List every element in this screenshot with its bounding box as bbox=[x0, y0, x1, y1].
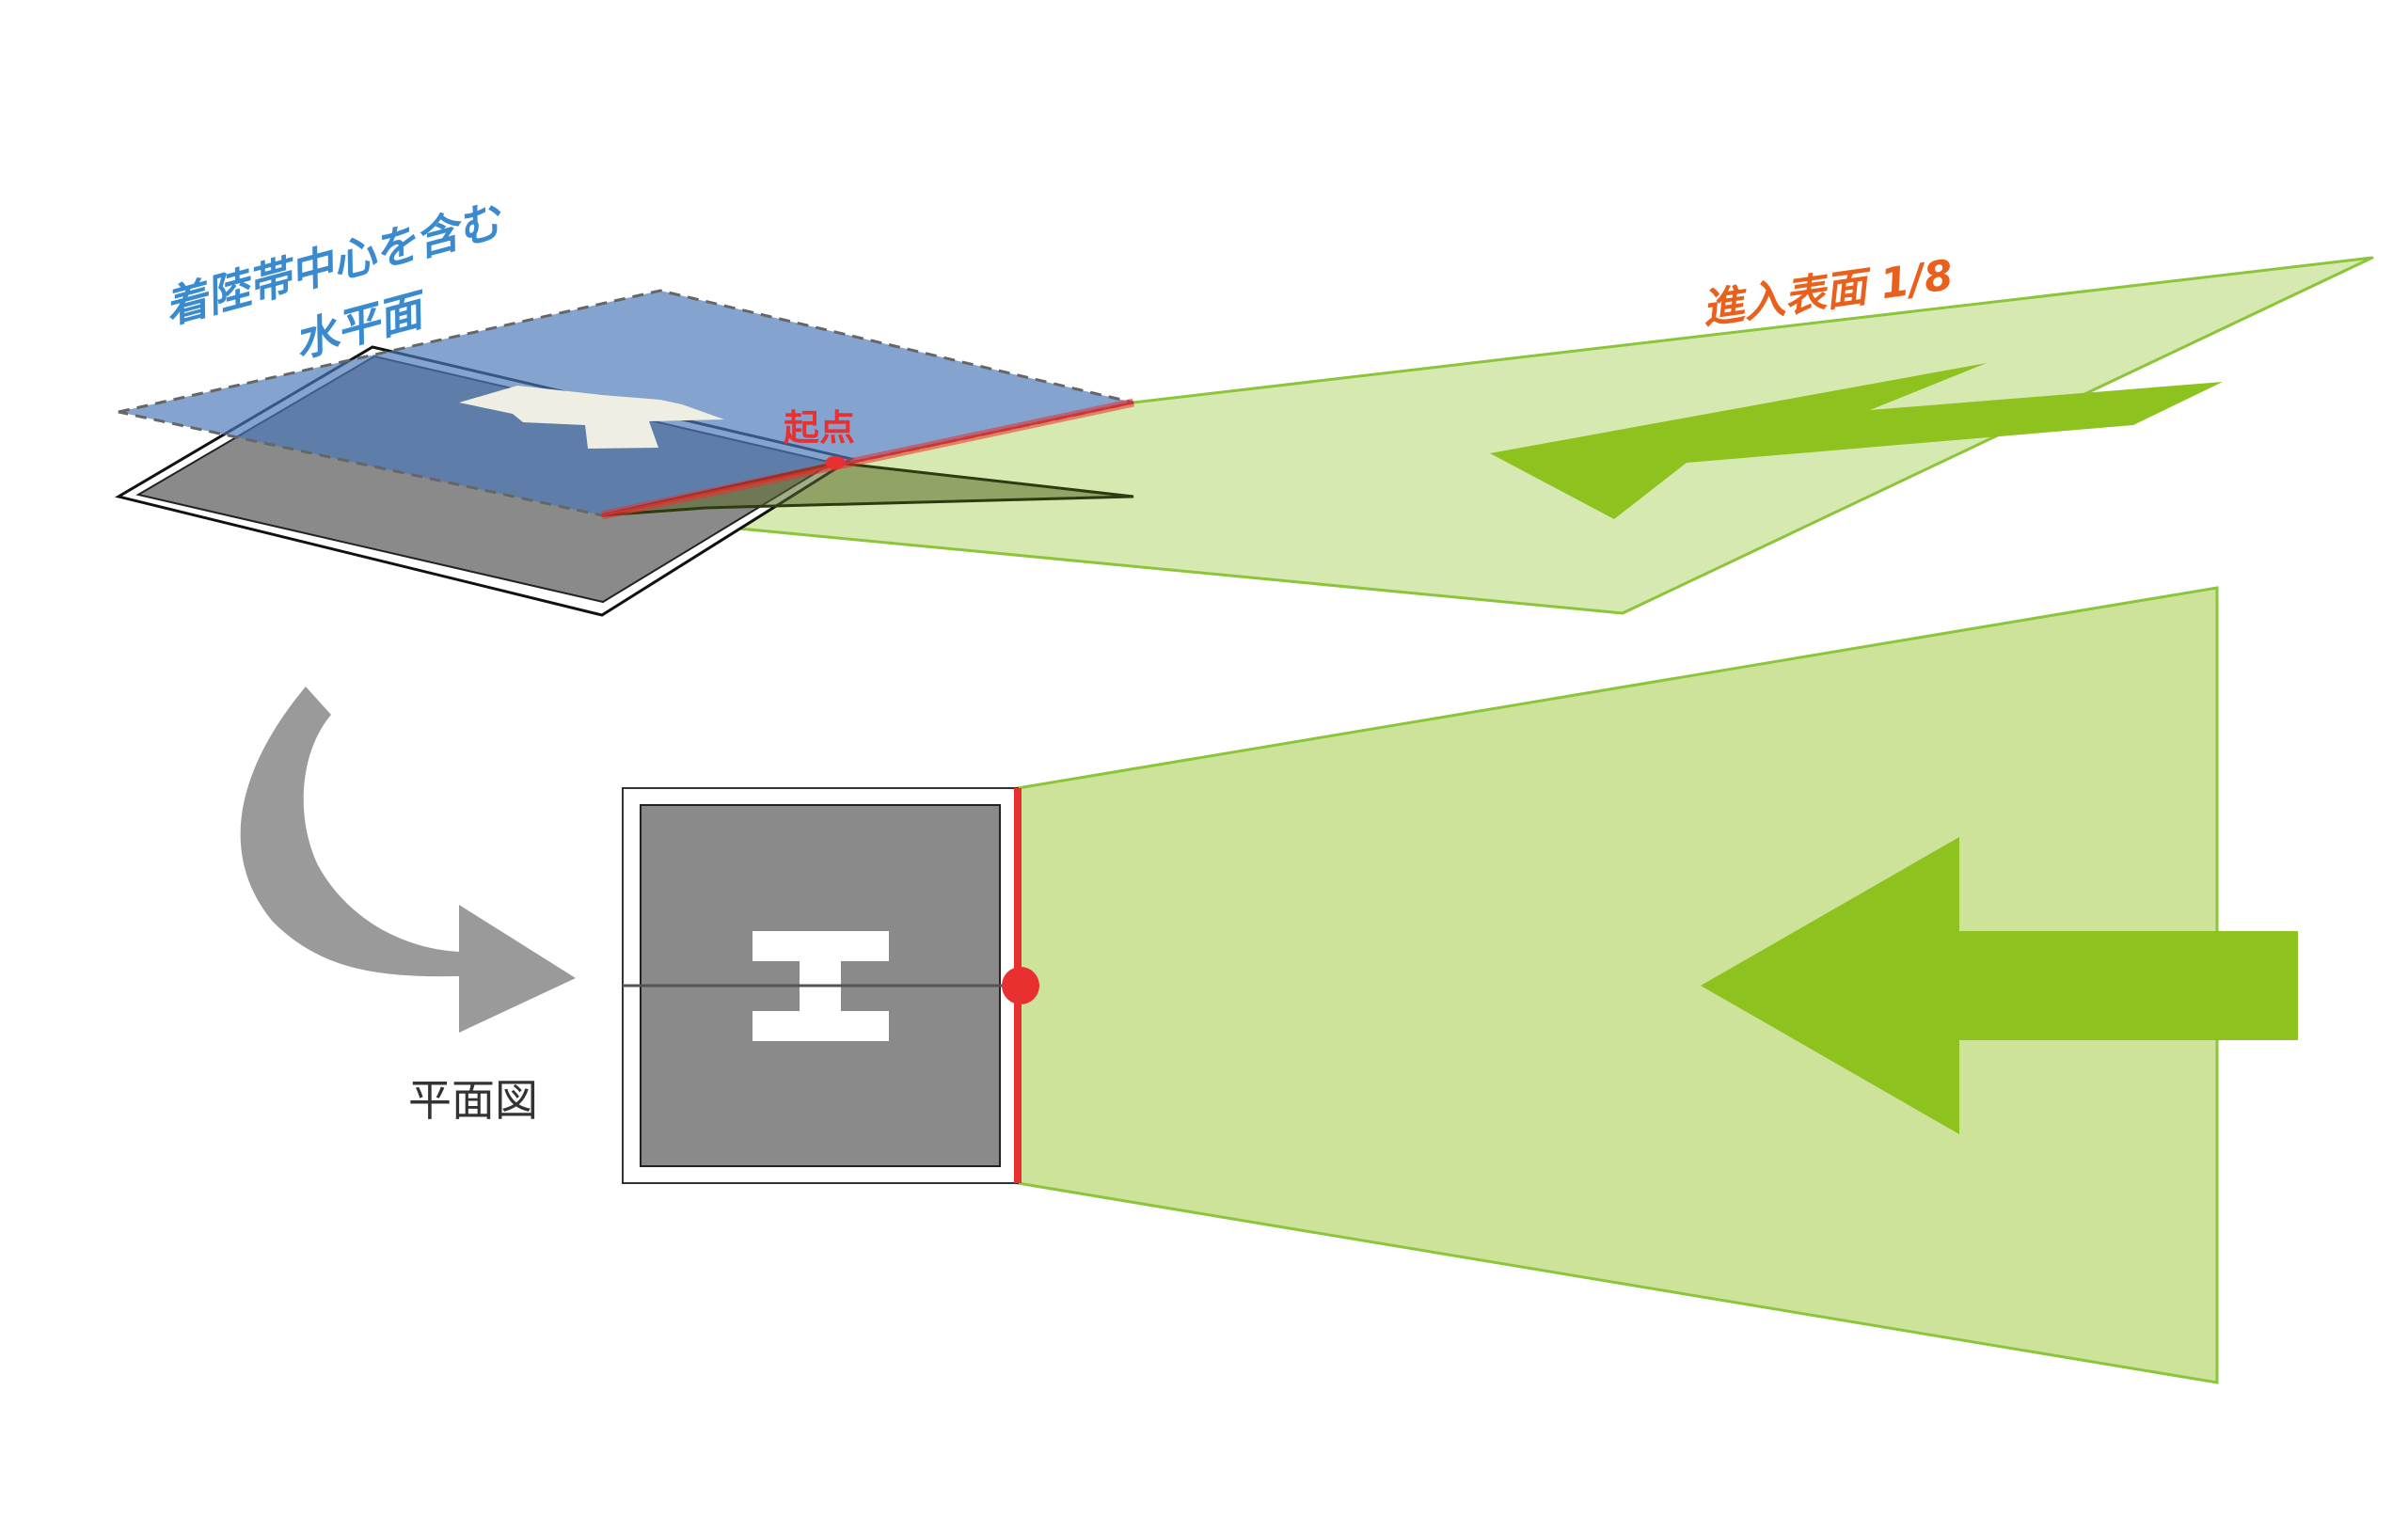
origin-edge-line-core bbox=[601, 402, 1134, 516]
origin-point-plan bbox=[1002, 967, 1039, 1004]
perspective-view: 着陸帯中心を含む 水平面 進入表面 1/8 起点 bbox=[115, 194, 2374, 617]
helipad-h-marking-perspective bbox=[459, 386, 724, 449]
view-transition-arrow: 平面図 bbox=[240, 687, 576, 1126]
approach-arrow-perspective bbox=[1490, 363, 2223, 519]
origin-point-perspective bbox=[825, 456, 846, 469]
plan-view-label: 平面図 bbox=[408, 1075, 538, 1126]
origin-point-label: 起点 bbox=[784, 407, 855, 449]
plan-view bbox=[622, 586, 2298, 1384]
curved-arrow-icon bbox=[240, 687, 576, 1033]
approach-arrow-plan bbox=[1701, 837, 2298, 1134]
